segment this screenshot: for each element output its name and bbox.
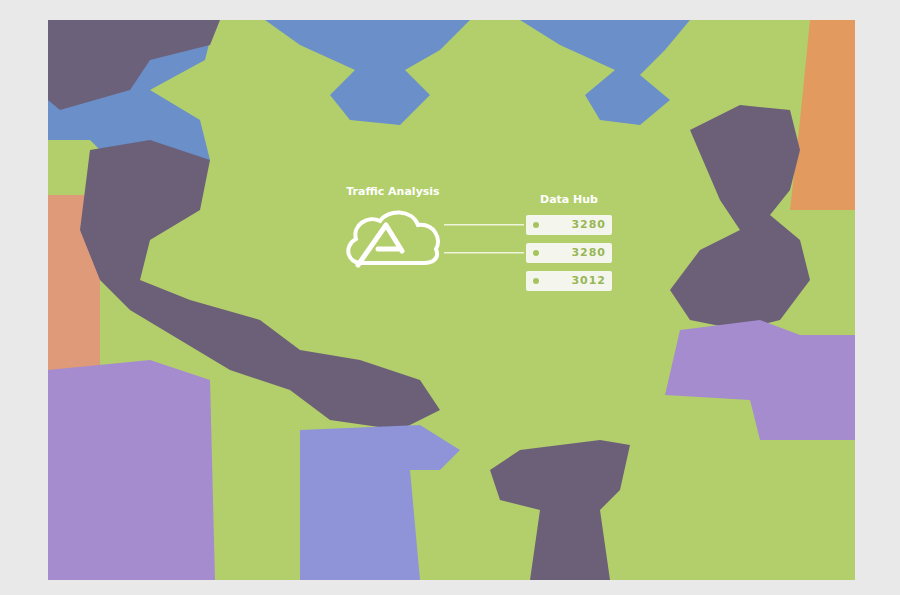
purple-blob	[48, 360, 215, 580]
server-row: 3280	[526, 215, 612, 235]
purple-blob	[665, 320, 855, 440]
dark-blob	[670, 105, 810, 330]
server-label: 3280	[571, 218, 606, 231]
cloud-icon	[340, 205, 446, 271]
blue-blob	[265, 20, 470, 125]
server-stack: Data Hub 3280 3280 3012	[526, 194, 612, 291]
blue-blob	[520, 20, 690, 125]
dark-blob	[490, 440, 630, 580]
status-dot	[533, 278, 539, 284]
arrow-glyph	[358, 225, 402, 265]
server-row: 3012	[526, 271, 612, 291]
orange-strip	[790, 20, 855, 210]
dark-blob	[48, 20, 220, 110]
status-dot	[533, 222, 539, 228]
cloud-node: Traffic Analysis	[340, 186, 446, 271]
server-label: 3280	[571, 246, 606, 259]
blue-purple-blob	[300, 425, 460, 580]
connector-line	[444, 224, 524, 226]
node-heading: Data Hub	[526, 194, 612, 207]
connector-line	[444, 252, 524, 254]
server-row: 3280	[526, 243, 612, 263]
green-panel	[48, 20, 855, 580]
node-heading: Traffic Analysis	[340, 186, 446, 199]
server-label: 3012	[571, 274, 606, 287]
status-dot	[533, 250, 539, 256]
